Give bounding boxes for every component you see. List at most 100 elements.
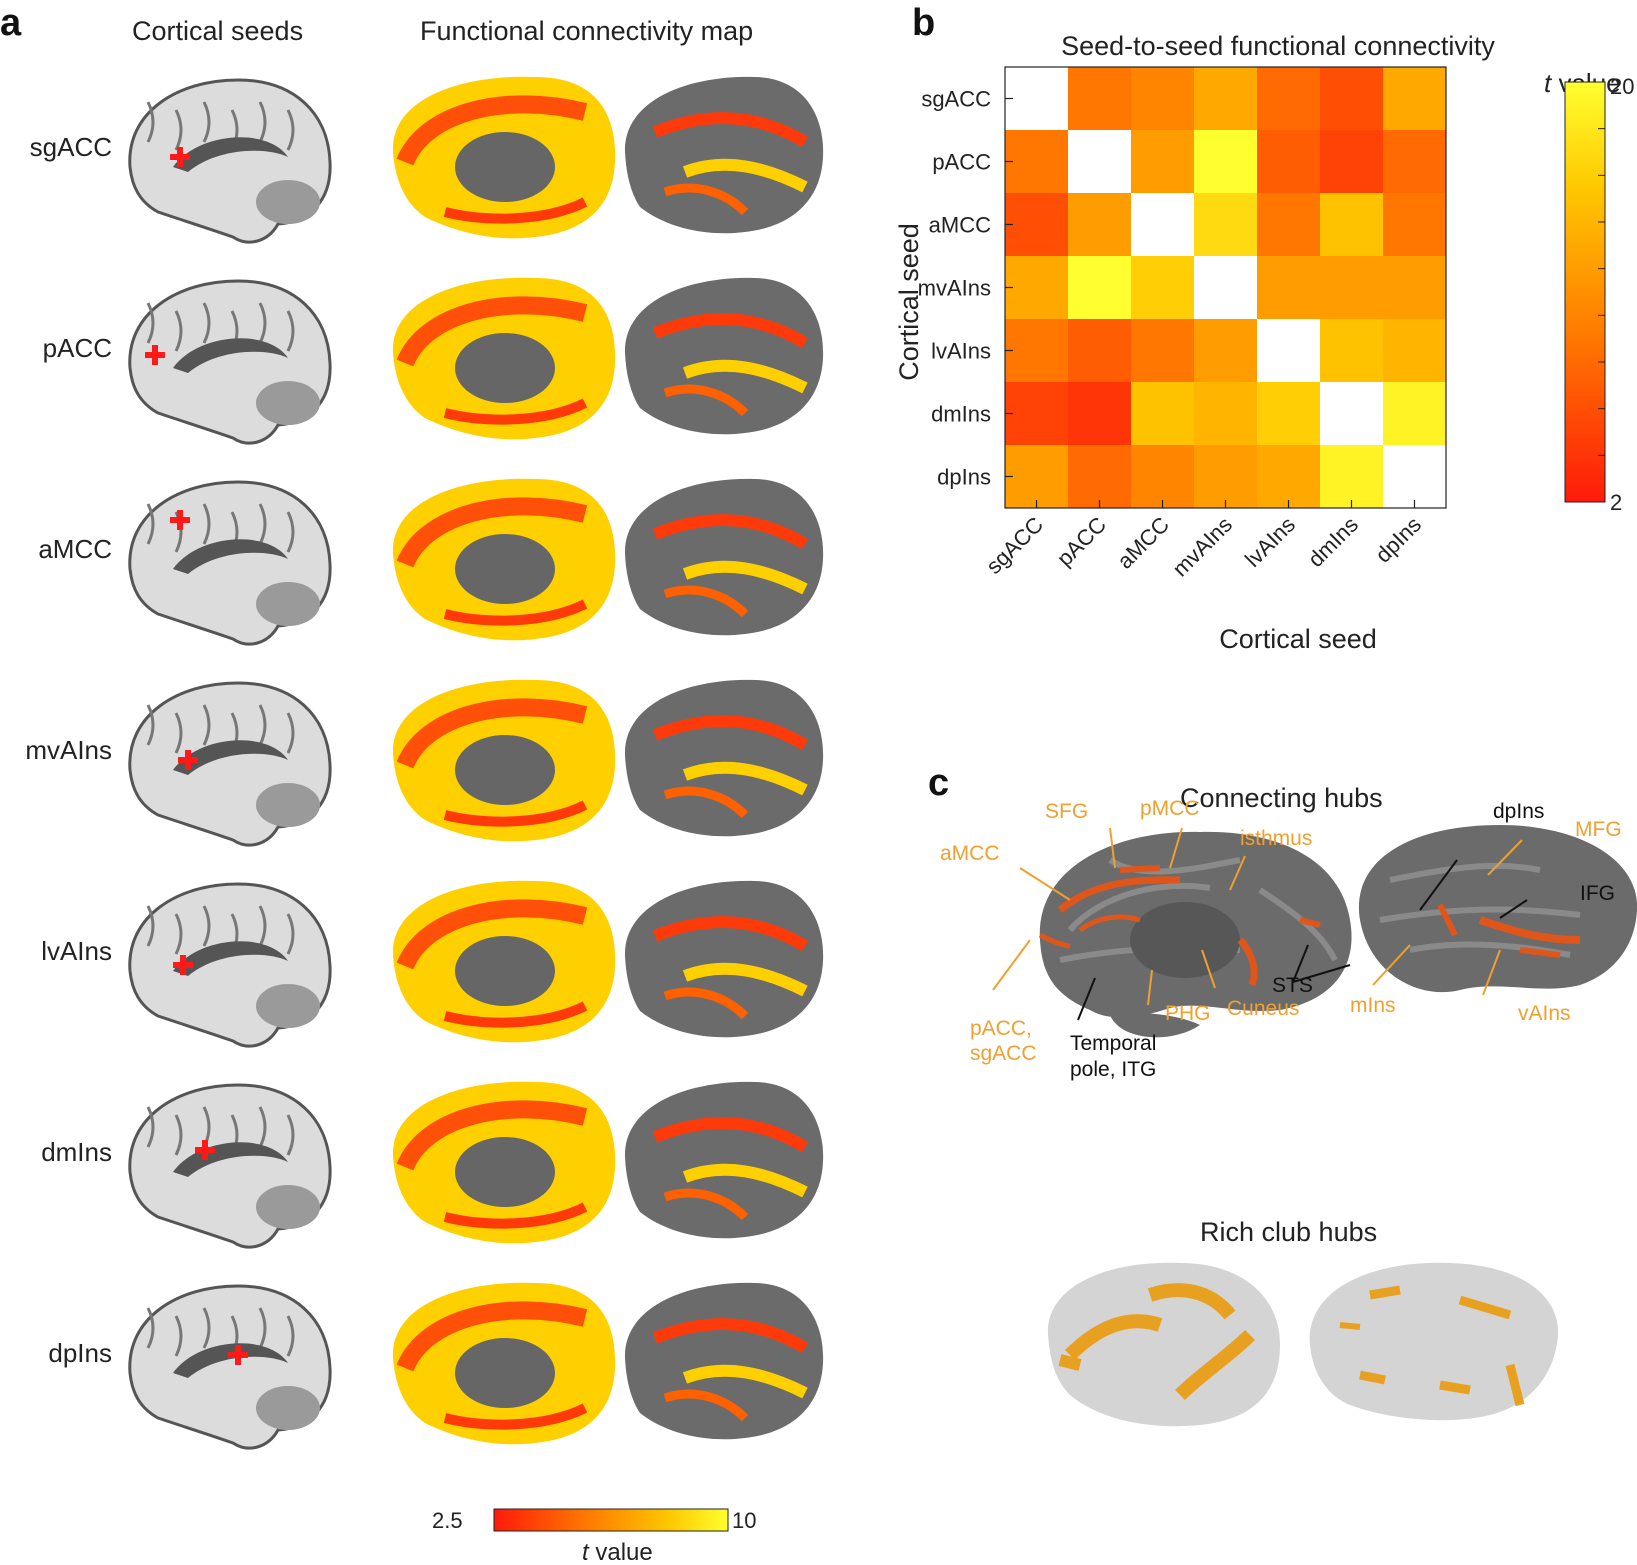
heatmap-cell-aMCC-dmIns (1320, 193, 1384, 257)
connecting-hubs-figure: aMCC SFG pMCC isthmus pACC, sgACC Tempor… (940, 800, 1637, 1081)
heatmap-cell-mvAIns-dmIns (1320, 256, 1384, 320)
seed-label-lvains: lvAIns (41, 936, 112, 966)
heatmap-cells (1005, 67, 1447, 509)
heatmap-cell-sgACC-aMCC (1131, 67, 1195, 131)
heatmap-row-label-mvains: mvAIns (918, 276, 991, 301)
heatmap-cell-lvAIns-lvAIns (1257, 319, 1321, 383)
heatmap-cell-aMCC-dpIns (1383, 193, 1447, 257)
rich-lateral-brain (1309, 1262, 1559, 1421)
heatmap-col-label-dmins: dmIns (1303, 512, 1363, 572)
label-amcc: aMCC (940, 842, 1000, 865)
label-sgacc: sgACC (970, 1042, 1037, 1065)
heatmap-cell-aMCC-lvAIns (1257, 193, 1321, 257)
heatmap-cell-dpIns-lvAIns (1257, 445, 1321, 509)
fc-map-dpins (392, 1282, 824, 1445)
seed-label-dpins: dpIns (48, 1338, 112, 1368)
seed-slice-mvains (128, 681, 332, 847)
heatmap-cell-sgACC-mvAIns (1194, 67, 1258, 131)
heatmap-cell-sgACC-dpIns (1383, 67, 1447, 131)
colorbar-b-min: 2 (1610, 490, 1622, 515)
fc-map-lvains (392, 880, 824, 1043)
heatmap-chart: Seed-to-seed functional connectivity sgA… (894, 31, 1634, 654)
heatmap-cell-mvAIns-aMCC (1131, 256, 1195, 320)
heatmap-cell-dmIns-dmIns (1320, 382, 1384, 446)
seed-marker-lvains (173, 955, 193, 975)
heatmap-col-label-lvains: lvAIns (1240, 512, 1300, 572)
label-sfg: SFG (1045, 800, 1088, 823)
heatmap-cell-dpIns-sgACC (1005, 445, 1069, 509)
heatmap-col-label-mvains: mvAIns (1167, 512, 1237, 582)
heatmap-cell-dpIns-aMCC (1131, 445, 1195, 509)
seed-label-amcc: aMCC (38, 534, 112, 564)
heatmap-cell-lvAIns-dmIns (1320, 319, 1384, 383)
heatmap-cell-lvAIns-mvAIns (1194, 319, 1258, 383)
heatmap-cell-dmIns-sgACC (1005, 382, 1069, 446)
seed-label-dmins: dmIns (41, 1137, 112, 1167)
fc-map-title: Functional connectivity map (420, 16, 754, 46)
panel-a-colorbar: 2.5 10 t value (432, 1508, 756, 1565)
heatmap-cell-dmIns-pACC (1068, 382, 1132, 446)
heatmap-cell-pACC-pACC (1068, 130, 1132, 194)
heatmap-cell-dpIns-pACC (1068, 445, 1132, 509)
rich-club-title: Rich club hubs (1200, 1217, 1378, 1247)
fc-map-sgacc (392, 76, 824, 239)
seed-slice-sgacc (128, 78, 332, 244)
seed-marker-dmins (195, 1140, 215, 1160)
heatmap-cell-pACC-dpIns (1383, 130, 1447, 194)
heatmap-cell-pACC-dmIns (1320, 130, 1384, 194)
heatmap-col-label-sgacc: sgACC (981, 512, 1048, 579)
medial-hub-brain (1038, 831, 1352, 1038)
seed-slice-dmins (128, 1083, 332, 1249)
heatmap-cell-lvAIns-sgACC (1005, 319, 1069, 383)
label-temporal-1: Temporal (1070, 1032, 1156, 1055)
colorbar-b-max: 20 (1610, 74, 1634, 99)
heatmap-cell-dpIns-dmIns (1320, 445, 1384, 509)
fc-map-mvains (392, 679, 824, 842)
heatmap-cell-pACC-aMCC (1131, 130, 1195, 194)
label-pacc: pACC, (970, 1017, 1032, 1040)
heatmap-cell-dpIns-mvAIns (1194, 445, 1258, 509)
seed-marker-sgacc (170, 147, 190, 167)
label-isthmus: isthmus (1240, 827, 1312, 850)
heatmap-col-label-pacc: pACC (1052, 512, 1111, 571)
heatmap-cell-mvAIns-sgACC (1005, 256, 1069, 320)
heatmap-cell-mvAIns-dpIns (1383, 256, 1447, 320)
seed-label-sgacc: sgACC (29, 132, 112, 162)
heatmap-cell-pACC-mvAIns (1194, 130, 1258, 194)
heatmap-cell-aMCC-sgACC (1005, 193, 1069, 257)
colorbar-a-min: 2.5 (432, 1508, 463, 1533)
panel-b-letter: b (912, 2, 936, 44)
heatmap-cell-dmIns-aMCC (1131, 382, 1195, 446)
heatmap-cell-dmIns-dpIns (1383, 382, 1447, 446)
panel-a-letter: a (0, 2, 22, 44)
heatmap-cell-sgACC-lvAIns (1257, 67, 1321, 131)
heatmap-row-label-sgacc: sgACC (921, 87, 991, 112)
heatmap-cell-dpIns-dpIns (1383, 445, 1447, 509)
heatmap-cell-mvAIns-mvAIns (1194, 256, 1258, 320)
heatmap-cell-aMCC-aMCC (1131, 193, 1195, 257)
hub-labels: aMCC SFG pMCC isthmus pACC, sgACC Tempor… (940, 800, 1622, 1081)
label-cuneus: Cuneus (1227, 997, 1299, 1020)
heatmap-cell-lvAIns-dpIns (1383, 319, 1447, 383)
heatmap-col-label-dpins: dpIns (1370, 512, 1426, 568)
heatmap-cell-sgACC-sgACC (1005, 67, 1069, 131)
panel-c-letter: c (928, 762, 950, 804)
colorbar-a-max: 10 (732, 1508, 756, 1533)
heatmap-xlabel: Cortical seed (1219, 624, 1377, 654)
label-ifg: IFG (1580, 882, 1615, 905)
rich-medial-brain (1047, 1262, 1280, 1427)
colorbar-b-ticks (1598, 81, 1605, 503)
heatmap-row-label-dpins: dpIns (937, 465, 991, 490)
label-mfg: MFG (1575, 818, 1622, 841)
fc-map-dmins (392, 1081, 824, 1244)
colorbar-a-label: t value (582, 1539, 653, 1565)
heatmap-cell-sgACC-dmIns (1320, 67, 1384, 131)
connecting-hubs-title: Connecting hubs (1180, 783, 1383, 813)
black-arrows (1077, 859, 1528, 1021)
heatmap-cell-mvAIns-pACC (1068, 256, 1132, 320)
fc-map-pacc (392, 277, 824, 440)
heatmap-cell-aMCC-mvAIns (1194, 193, 1258, 257)
cortical-seeds-title: Cortical seeds (132, 16, 304, 46)
label-vains: vAIns (1518, 1002, 1571, 1025)
label-phg: PHG (1165, 1002, 1211, 1025)
